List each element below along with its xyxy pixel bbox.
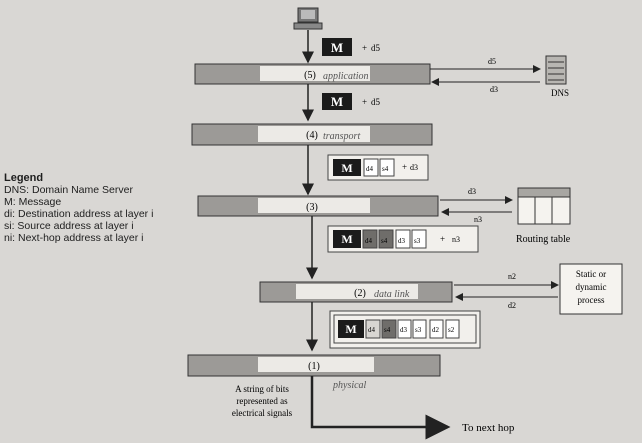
svg-text:d2: d2 bbox=[432, 326, 440, 334]
next-hop-label: To next hop bbox=[462, 422, 515, 434]
layer-physical: (1) bbox=[187, 354, 441, 377]
svg-text:(2): (2) bbox=[354, 288, 366, 299]
handwritten-label: application bbox=[323, 71, 369, 82]
layer-number: (5) bbox=[304, 70, 316, 81]
svg-text:M: M bbox=[345, 322, 356, 336]
svg-text:process: process bbox=[578, 295, 605, 305]
svg-text:s4: s4 bbox=[381, 237, 388, 245]
svg-text:(4): (4) bbox=[306, 130, 318, 141]
legend-item: di: Destination address at layer i bbox=[4, 208, 154, 220]
svg-text:(1): (1) bbox=[308, 361, 320, 372]
svg-text:s3: s3 bbox=[415, 326, 422, 334]
bits-label: A string of bits represented as electric… bbox=[232, 384, 293, 418]
svg-text:Static or: Static or bbox=[576, 269, 606, 279]
legend: Legend DNS: Domain Name Server M: Messag… bbox=[4, 172, 184, 244]
legend-item: ni: Next-hop address at layer i bbox=[4, 232, 144, 244]
svg-text:d4: d4 bbox=[368, 326, 376, 334]
svg-text:d3: d3 bbox=[398, 237, 406, 245]
svg-text:d4: d4 bbox=[365, 237, 373, 245]
routing-table-icon bbox=[517, 187, 571, 225]
network-packet-input: M d4 s4 + d3 bbox=[327, 154, 429, 181]
computer-icon bbox=[293, 7, 323, 30]
legend-item: DNS: Domain Name Server bbox=[4, 184, 133, 196]
svg-text:d3: d3 bbox=[400, 326, 408, 334]
svg-text:d5: d5 bbox=[371, 97, 381, 107]
dns-server-icon bbox=[545, 55, 567, 85]
svg-text:s2: s2 bbox=[448, 326, 455, 334]
application-packet: M + d5 bbox=[322, 38, 381, 56]
d3-from-dns: d3 bbox=[490, 85, 498, 94]
layer-application: (5) application bbox=[194, 63, 431, 85]
svg-text:s3: s3 bbox=[414, 237, 421, 245]
svg-text:transport: transport bbox=[323, 131, 360, 142]
data-link-packet-input: M d4 s4 d3 s3 + n3 bbox=[327, 225, 479, 253]
svg-text:d2: d2 bbox=[508, 301, 516, 310]
legend-title: Legend bbox=[4, 172, 44, 184]
svg-text:d4: d4 bbox=[366, 165, 374, 173]
svg-text:+: + bbox=[362, 97, 367, 107]
physical-handwritten-label: physical bbox=[332, 380, 367, 391]
transport-packet-input: M + d5 bbox=[322, 93, 381, 110]
physical-packet-input: M d4 s4 d3 s3 d2 s2 bbox=[329, 310, 481, 349]
routing-table-label: Routing table bbox=[516, 234, 571, 245]
svg-text:n3: n3 bbox=[452, 235, 460, 244]
layer-data-link: (2) data link bbox=[259, 281, 453, 303]
svg-text:represented as: represented as bbox=[236, 396, 288, 406]
legend-item: si: Source address at layer i bbox=[4, 220, 134, 232]
svg-text:s4: s4 bbox=[384, 326, 391, 334]
svg-text:(3): (3) bbox=[306, 202, 318, 213]
svg-text:M: M bbox=[341, 232, 352, 246]
svg-text:dynamic: dynamic bbox=[576, 282, 607, 292]
svg-text:M: M bbox=[331, 94, 343, 109]
d5-label: d5 bbox=[371, 43, 381, 53]
svg-text:d3: d3 bbox=[410, 163, 418, 172]
arrow-to-next-hop bbox=[310, 376, 451, 440]
svg-text:+: + bbox=[440, 234, 445, 244]
msg-label: M bbox=[331, 40, 343, 55]
d5-to-dns: d5 bbox=[488, 57, 496, 66]
legend-item: M: Message bbox=[4, 196, 62, 208]
svg-text:s4: s4 bbox=[382, 165, 389, 173]
svg-text:n3: n3 bbox=[474, 215, 482, 224]
svg-text:electrical signals: electrical signals bbox=[232, 408, 293, 418]
plus-sign: + bbox=[362, 43, 367, 53]
layer-transport: (4) transport bbox=[191, 123, 433, 146]
svg-text:+: + bbox=[402, 162, 407, 172]
svg-text:data link: data link bbox=[374, 289, 410, 300]
svg-text:d3: d3 bbox=[468, 187, 476, 196]
process-box: Static or dynamic process bbox=[559, 263, 623, 315]
svg-text:M: M bbox=[341, 161, 352, 175]
layer-network: (3) bbox=[197, 195, 439, 217]
svg-text:A string of bits: A string of bits bbox=[235, 384, 289, 394]
dns-label: DNS bbox=[551, 88, 569, 98]
svg-text:n2: n2 bbox=[508, 272, 516, 281]
